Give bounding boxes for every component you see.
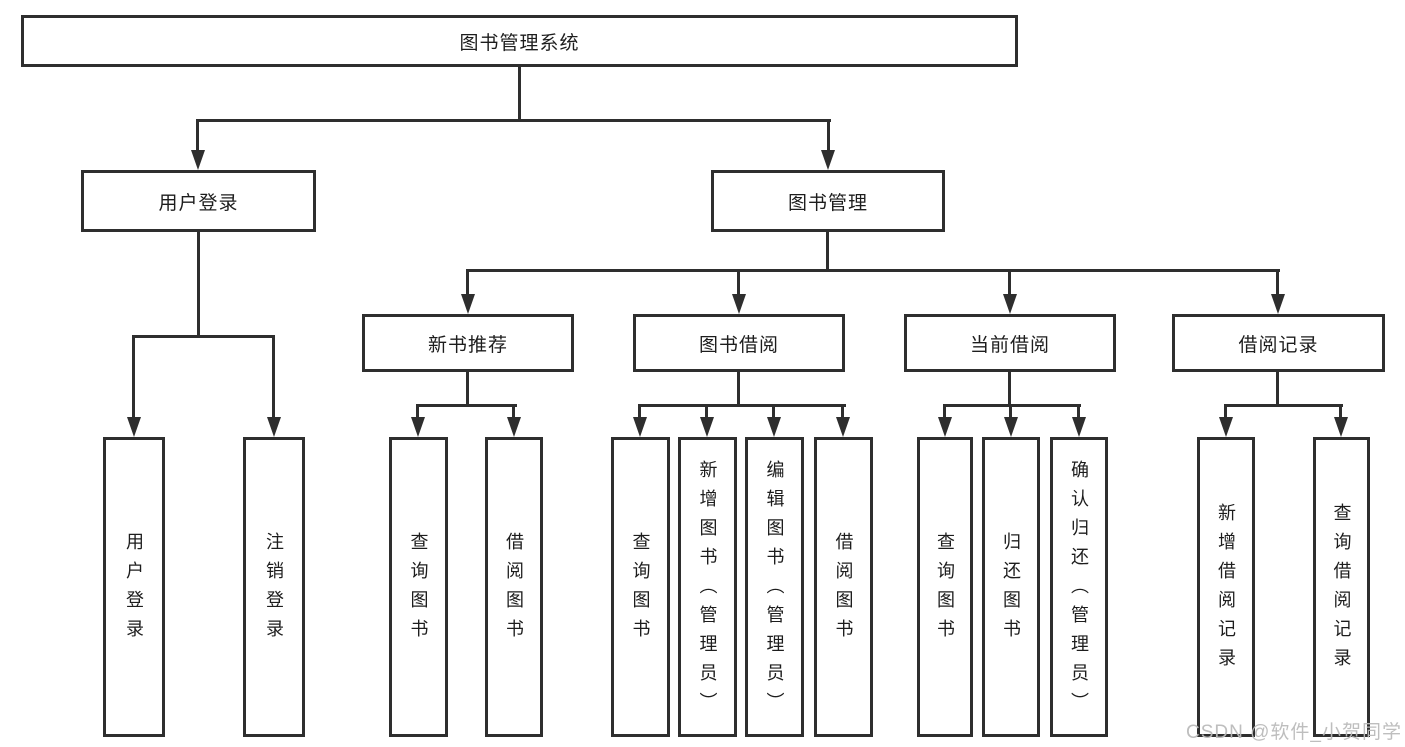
connector-line (1276, 269, 1279, 296)
node-leaf-nb-query-books: 查询图书 (389, 437, 448, 737)
connector-line (1224, 404, 1227, 420)
node-book-borrowing: 图书借阅 (633, 314, 845, 372)
arrowhead-down-icon (767, 417, 781, 437)
connector-line (1008, 269, 1011, 296)
csdn-watermark: CSDN @软件_小贺同学 (1186, 722, 1402, 743)
connector-line (466, 269, 1280, 272)
connector-line (826, 232, 829, 272)
connector-line (272, 335, 275, 419)
connector-line (827, 119, 830, 153)
node-borrowing-records: 借阅记录 (1172, 314, 1385, 372)
connector-line (737, 372, 740, 407)
arrowhead-down-icon (836, 417, 850, 437)
connector-line (466, 269, 469, 296)
node-leaf-br-query-record: 查询借阅记录 (1313, 437, 1370, 737)
arrowhead-down-icon (1219, 417, 1233, 437)
arrowhead-down-icon (633, 417, 647, 437)
connector-line (1276, 372, 1279, 407)
connector-line (1224, 404, 1343, 407)
arrowhead-down-icon (461, 294, 475, 314)
arrowhead-down-icon (1004, 417, 1018, 437)
connector-line (132, 335, 275, 338)
connector-line (518, 67, 521, 122)
node-book-management: 图书管理 (711, 170, 945, 232)
arrowhead-down-icon (267, 417, 281, 437)
connector-line (132, 335, 135, 419)
connector-line (196, 119, 199, 153)
connector-line (737, 269, 740, 296)
node-leaf-br-add-record: 新增借阅记录 (1197, 437, 1255, 737)
connector-line (638, 404, 641, 420)
connector-line (197, 232, 200, 338)
connector-line (466, 372, 469, 407)
node-user-login: 用户登录 (81, 170, 316, 232)
connector-line (943, 404, 1081, 407)
connector-line (1077, 404, 1080, 420)
arrowhead-down-icon (1003, 294, 1017, 314)
node-leaf-bb-edit-books: 编辑图书（管理员） (745, 437, 804, 737)
node-current-borrowing: 当前借阅 (904, 314, 1116, 372)
node-leaf-cb-query-books: 查询图书 (917, 437, 973, 737)
arrowhead-down-icon (1271, 294, 1285, 314)
connector-line (1009, 404, 1012, 420)
arrowhead-down-icon (821, 150, 835, 170)
connector-line (841, 404, 844, 420)
connector-line (638, 404, 846, 407)
node-leaf-bb-query-books: 查询图书 (611, 437, 670, 737)
arrowhead-down-icon (411, 417, 425, 437)
connector-line (1339, 404, 1342, 420)
node-leaf-bb-add-books: 新增图书（管理员） (678, 437, 737, 737)
node-leaf-logout: 注销登录 (243, 437, 305, 737)
connector-line (416, 404, 517, 407)
node-leaf-cb-return-books: 归还图书 (982, 437, 1040, 737)
node-leaf-nb-borrow-books: 借阅图书 (485, 437, 543, 737)
arrowhead-down-icon (1334, 417, 1348, 437)
node-new-book-recommendation: 新书推荐 (362, 314, 574, 372)
arrowhead-down-icon (127, 417, 141, 437)
connector-line (705, 404, 708, 420)
connector-line (772, 404, 775, 420)
connector-line (197, 119, 831, 122)
node-leaf-user-login: 用户登录 (103, 437, 165, 737)
arrowhead-down-icon (938, 417, 952, 437)
arrowhead-down-icon (700, 417, 714, 437)
node-leaf-cb-confirm-return: 确认归还（管理员） (1050, 437, 1108, 737)
arrowhead-down-icon (732, 294, 746, 314)
arrowhead-down-icon (191, 150, 205, 170)
connector-line (416, 404, 419, 420)
arrowhead-down-icon (507, 417, 521, 437)
connector-line (512, 404, 515, 420)
connector-line (1008, 372, 1011, 407)
node-root: 图书管理系统 (21, 15, 1018, 67)
connector-line (943, 404, 946, 420)
arrowhead-down-icon (1072, 417, 1086, 437)
node-leaf-bb-borrow-books: 借阅图书 (814, 437, 873, 737)
